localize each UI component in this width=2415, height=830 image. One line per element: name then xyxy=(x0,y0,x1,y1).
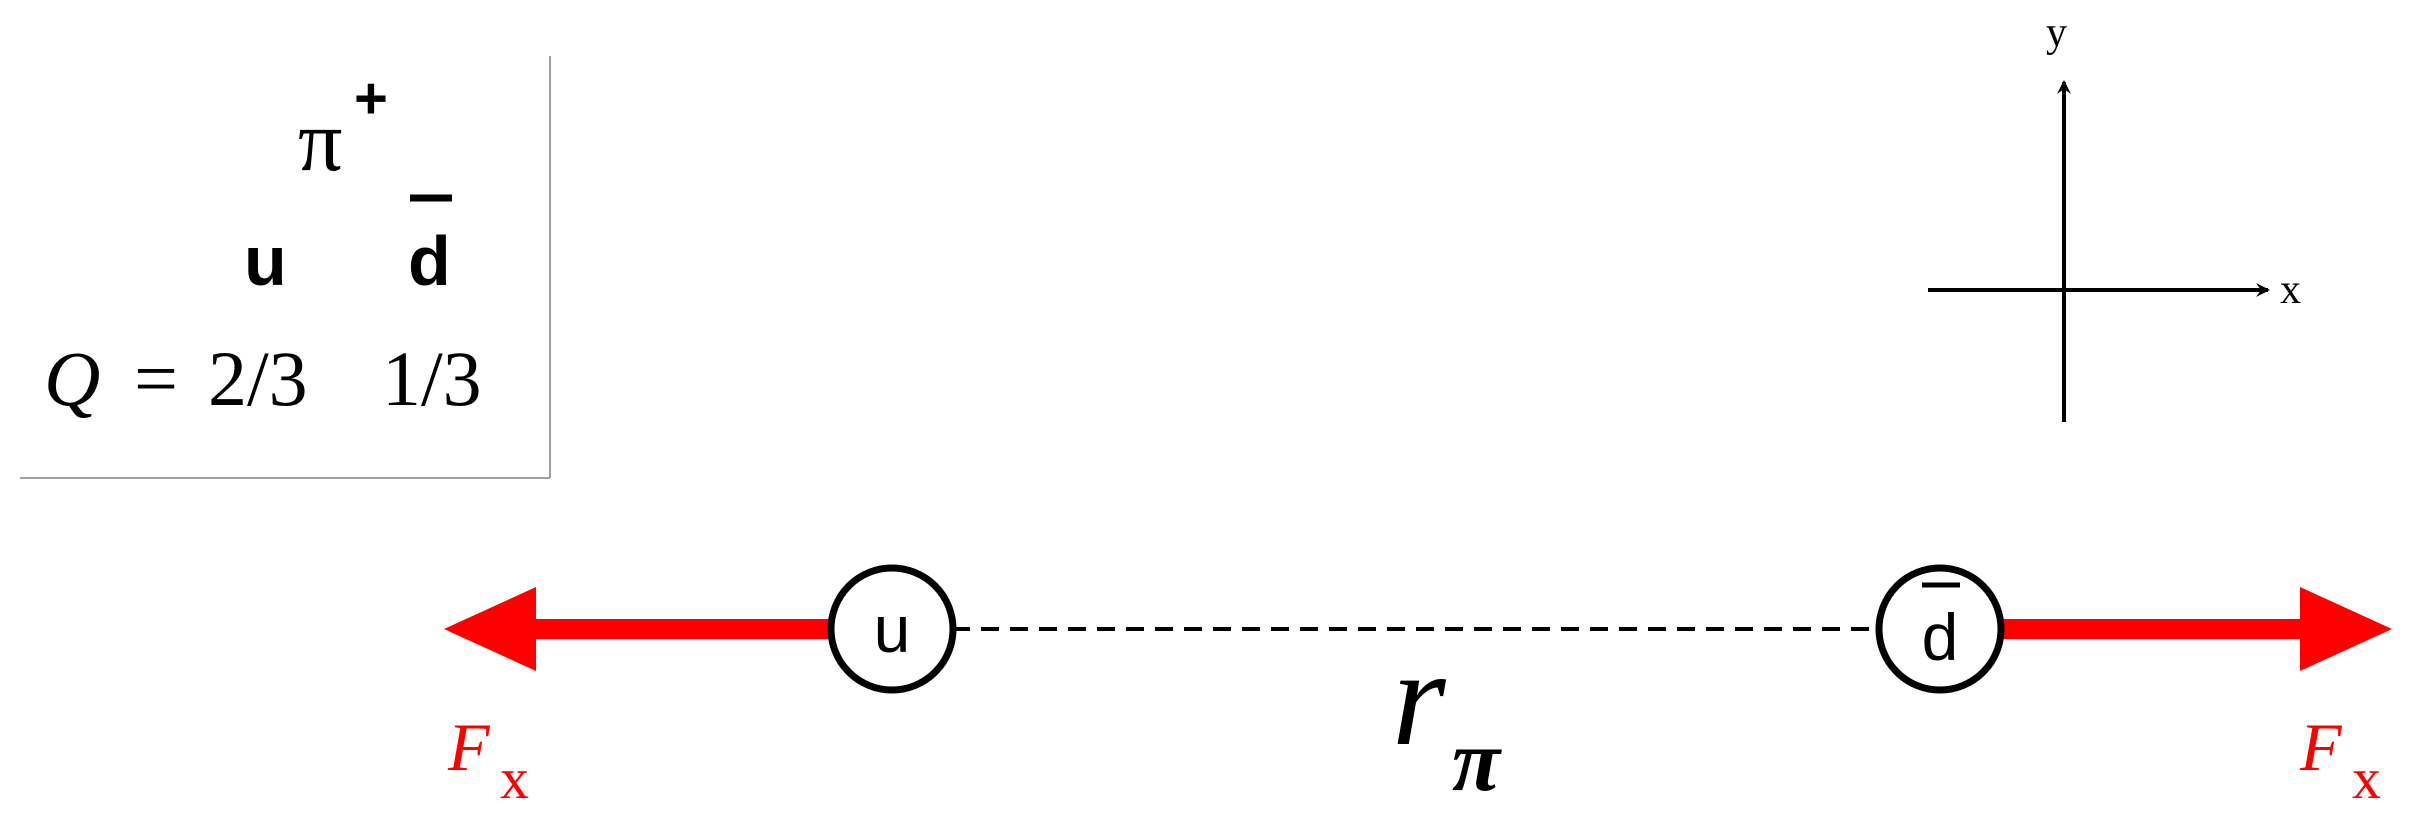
right-force-symbol: F xyxy=(2299,709,2343,785)
right-force-arrow xyxy=(2000,587,2392,671)
charge-equals: = xyxy=(134,335,178,422)
quark-u: u xyxy=(827,564,957,694)
left-force-label: F x xyxy=(447,709,529,811)
quark-1-label: u xyxy=(244,222,287,300)
right-force-head xyxy=(2300,587,2392,671)
y-axis-label: y xyxy=(2046,10,2067,56)
particle-charge: + xyxy=(354,66,388,131)
left-force-head xyxy=(444,587,536,671)
quark-u-circle xyxy=(827,564,957,694)
x-axis-label: x xyxy=(2280,267,2301,313)
quark-u-label: u xyxy=(874,592,911,666)
particle-symbol: π xyxy=(298,93,342,190)
quark-d-bar: d xyxy=(1875,564,2005,694)
separation-label: r π xyxy=(1392,621,1502,810)
right-force-subscript: x xyxy=(2352,746,2381,811)
separation-symbol: r xyxy=(1392,621,1447,774)
info-box: π + u d Q = 2/3 1/3 xyxy=(20,56,551,479)
left-force-arrow xyxy=(444,587,832,671)
left-force-subscript: x xyxy=(500,746,529,811)
quark-1-charge: 2/3 xyxy=(208,335,308,422)
quark-d-bar-label: d xyxy=(1922,600,1959,674)
right-force-label: F x xyxy=(2299,709,2381,811)
quark-2-label: d xyxy=(408,222,451,300)
left-force-symbol: F xyxy=(447,709,491,785)
left-force-shaft xyxy=(520,619,832,639)
charge-label: Q xyxy=(44,335,100,422)
quark-d-bar-circle xyxy=(1875,564,2005,694)
separation-subscript: π xyxy=(1452,713,1502,810)
coordinate-axes: x y xyxy=(1928,10,2301,422)
right-force-shaft xyxy=(2000,619,2312,639)
quark-2-charge: 1/3 xyxy=(382,335,482,422)
